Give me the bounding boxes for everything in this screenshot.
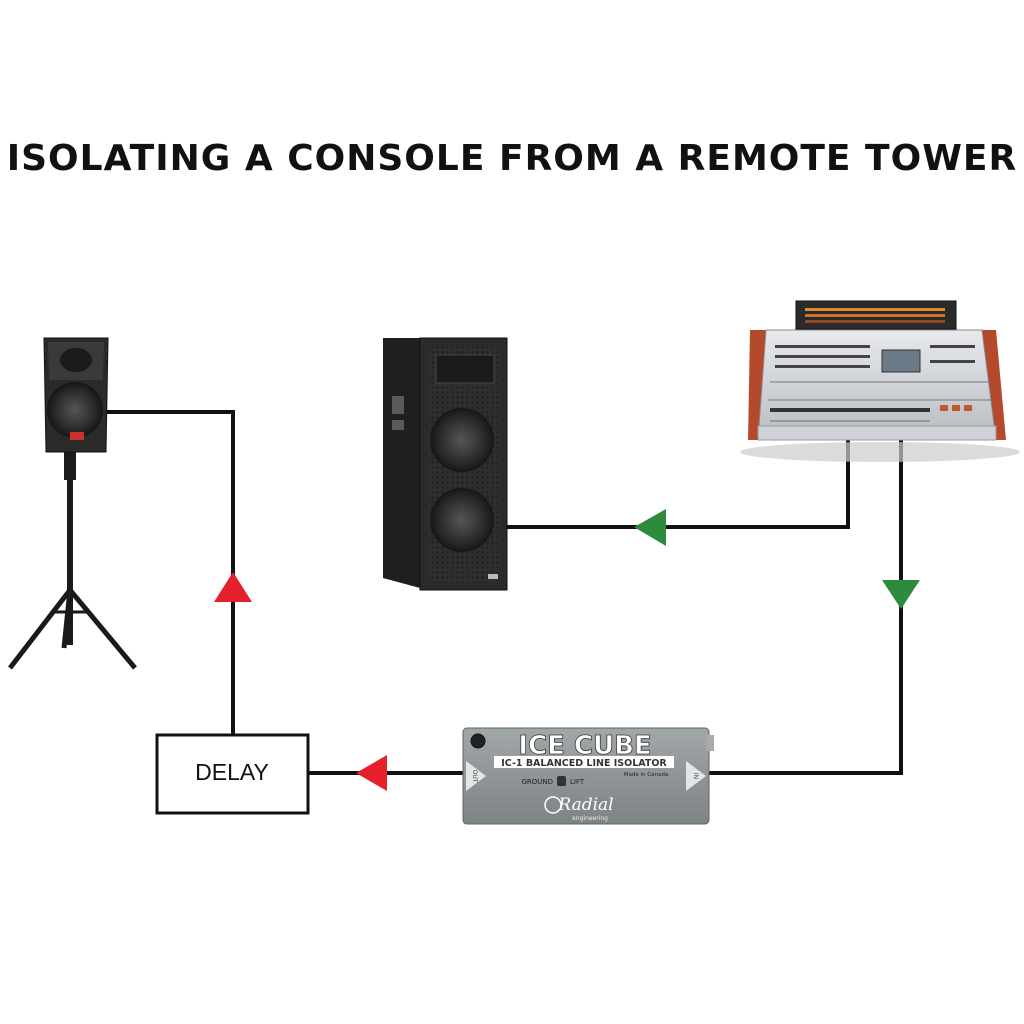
icecube-in-label: IN	[692, 773, 699, 779]
icecube-in-arrow	[686, 761, 706, 791]
delay-label: DELAY	[195, 759, 269, 785]
red-arrow-left	[356, 755, 387, 791]
icecube-switch-lift: LIFT	[570, 778, 585, 786]
icecube-switch-ground: GROUND	[521, 778, 553, 786]
icecube-model: IC-1 BALANCED LINE ISOLATOR	[501, 758, 667, 769]
green-arrow-left	[634, 509, 666, 546]
dual-woofer-tower-speaker-icon	[383, 337, 508, 591]
line-console-to-icecube	[705, 440, 903, 775]
mixing-console-icon	[740, 300, 1020, 462]
icecube-out-label: OUT	[471, 770, 478, 783]
icecube-maker-sub: engineering	[572, 815, 608, 822]
line-console-to-tower	[505, 440, 850, 529]
icecube-out-arrow	[466, 761, 486, 791]
red-arrow-up	[214, 572, 252, 602]
icecube-made-in: Made in Canada	[624, 772, 668, 778]
diagram-title: ISOLATING A CONSOLE FROM A REMOTE TOWER	[6, 138, 1018, 179]
ice-cube-isolator-icon: ICE CUBE IC-1 BALANCED LINE ISOLATOR Mad…	[462, 727, 714, 825]
delay-box: DELAY	[155, 733, 310, 815]
line-delay-to-remote-speaker	[102, 410, 235, 735]
small-speaker-on-stand-icon	[8, 337, 137, 670]
icecube-maker: Radial	[557, 795, 613, 815]
green-arrow-down	[882, 580, 920, 609]
radial-logo-icon	[544, 796, 562, 814]
